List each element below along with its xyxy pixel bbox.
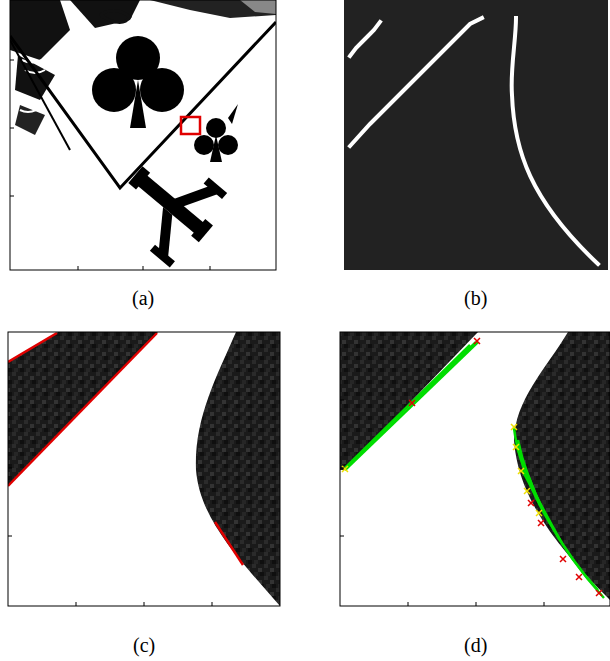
zoom-with-fits xyxy=(340,332,610,606)
axis-ticks xyxy=(10,60,210,270)
axis-ticks xyxy=(340,400,544,606)
panel-label: (c) xyxy=(133,634,155,657)
panel-label: (a) xyxy=(132,287,154,310)
panel-label: (d) xyxy=(464,634,487,657)
zoom-with-lines xyxy=(8,332,280,606)
axis-ticks xyxy=(8,400,212,606)
card-photo xyxy=(10,0,276,270)
edge-map xyxy=(344,0,608,270)
panel-label: (b) xyxy=(464,287,487,310)
